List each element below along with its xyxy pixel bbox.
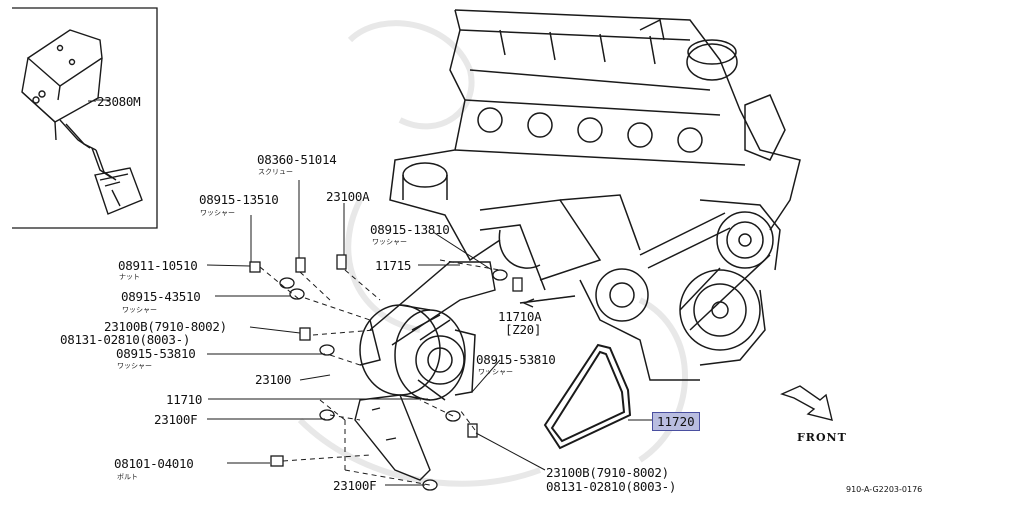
part-23100B-lower[interactable]: 23100B(7910-8002) <box>546 465 669 480</box>
part-23080M[interactable]: 23080M <box>97 94 141 109</box>
part-08360-51014[interactable]: 08360-51014 <box>257 152 337 167</box>
part-23100[interactable]: 23100 <box>255 372 292 387</box>
fan-belt-drawing <box>543 343 632 450</box>
part-08915-53810-right-sub: ワッシャー <box>478 368 513 376</box>
part-08915-13810[interactable]: 08915-13810 <box>370 222 450 237</box>
part-08915-53810-left[interactable]: 08915-53810 <box>116 346 196 361</box>
part-08915-13510-sub: ワッシャー <box>200 209 235 217</box>
part-11710[interactable]: 11710 <box>166 392 203 407</box>
part-11715[interactable]: 11715 <box>375 258 412 273</box>
part-08131-lower[interactable]: 08131-02810(8003-) <box>546 479 677 494</box>
part-11720-highlight[interactable]: 11720 <box>652 412 700 431</box>
part-23100F-upper[interactable]: 23100F <box>154 412 198 427</box>
part-08101-sub: ボルト <box>117 473 138 481</box>
part-08915-43510-sub: ワッシャー <box>122 306 157 314</box>
engine-block-drawing <box>389 9 801 381</box>
inset-box <box>12 7 158 229</box>
part-08915-53810-right[interactable]: 08915-53810 <box>476 352 556 367</box>
diagram-code: 910-A-G2203-0176 <box>846 485 923 494</box>
part-08915-13810-sub: ワッシャー <box>372 238 407 246</box>
part-08915-43510[interactable]: 08915-43510 <box>121 289 201 304</box>
assembly-dash-lines <box>259 259 501 486</box>
part-08131-upper[interactable]: 08131-02810(8003-) <box>60 332 191 347</box>
part-08915-13510[interactable]: 08915-13510 <box>199 192 279 207</box>
voltage-regulator-drawing <box>21 29 143 215</box>
front-label: FRONT <box>797 431 847 444</box>
watermark <box>297 20 688 487</box>
part-11710A-sub: [Z20] <box>505 322 542 337</box>
alternator-drawing <box>359 304 476 401</box>
part-08911-sub: ナット <box>119 273 140 281</box>
part-08911-10510[interactable]: 08911-10510 <box>118 258 198 273</box>
part-08360-sub: スクリュー <box>258 168 293 176</box>
bracket-drawings <box>354 261 496 481</box>
part-23100B-upper[interactable]: 23100B(7910-8002) <box>104 319 227 334</box>
arrow-icons <box>519 295 833 421</box>
part-08101-04010[interactable]: 08101-04010 <box>114 456 194 471</box>
part-23100F-lower[interactable]: 23100F <box>333 478 377 493</box>
part-11710A[interactable]: 11710A <box>498 309 542 324</box>
part-08915-53810-left-sub: ワッシャー <box>117 362 152 370</box>
part-23100A[interactable]: 23100A <box>326 189 370 204</box>
